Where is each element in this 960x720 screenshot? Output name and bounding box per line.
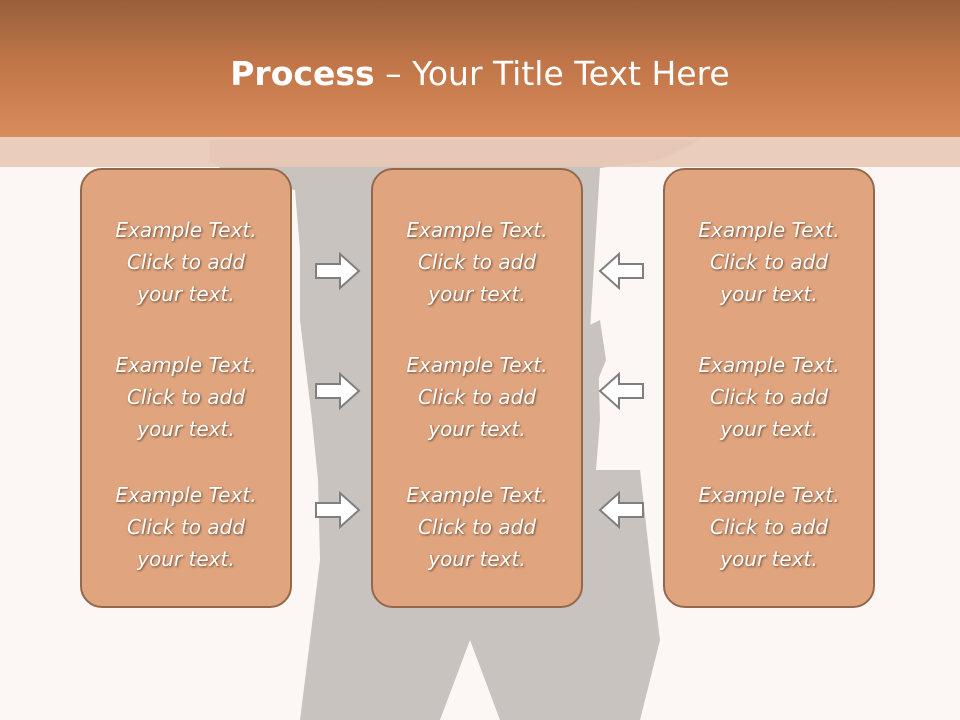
placeholder-line: Example Text. <box>406 483 548 507</box>
arrow-left-icon <box>598 251 644 291</box>
placeholder-line: your text. <box>137 417 235 441</box>
placeholder-line: Example Text. <box>406 353 548 377</box>
left-process-box[interactable]: Example Text. Click to add your text. Ex… <box>80 168 292 608</box>
text-placeholder[interactable]: Example Text. Click to add your text. <box>82 214 290 310</box>
placeholder-line: Example Text. <box>115 353 257 377</box>
title-band <box>0 0 960 137</box>
placeholder-line: Example Text. <box>698 218 840 242</box>
text-placeholder[interactable]: Example Text. Click to add your text. <box>82 349 290 445</box>
placeholder-line: Click to add <box>417 385 537 409</box>
placeholder-line: your text. <box>428 282 526 306</box>
arrow-right-icon <box>315 490 361 530</box>
text-placeholder[interactable]: Example Text. Click to add your text. <box>665 214 873 310</box>
text-placeholder[interactable]: Example Text. Click to add your text. <box>665 349 873 445</box>
slide-title[interactable]: Process – Your Title Text Here <box>0 52 960 96</box>
text-placeholder[interactable]: Example Text. Click to add your text. <box>373 479 581 575</box>
arrow-left-icon <box>598 490 644 530</box>
placeholder-line: your text. <box>720 547 818 571</box>
placeholder-line: your text. <box>428 417 526 441</box>
placeholder-line: your text. <box>137 282 235 306</box>
arrow-left-icon <box>598 371 644 411</box>
placeholder-line: Example Text. <box>698 353 840 377</box>
placeholder-line: Click to add <box>126 250 246 274</box>
middle-process-box[interactable]: Example Text. Click to add your text. Ex… <box>371 168 583 608</box>
arrow-right-icon <box>315 371 361 411</box>
text-placeholder[interactable]: Example Text. Click to add your text. <box>373 349 581 445</box>
arrow-right-icon <box>315 251 361 291</box>
placeholder-line: your text. <box>720 417 818 441</box>
title-bold-text: Process <box>230 54 375 93</box>
placeholder-line: Click to add <box>126 385 246 409</box>
right-process-box[interactable]: Example Text. Click to add your text. Ex… <box>663 168 875 608</box>
placeholder-line: Click to add <box>709 250 829 274</box>
placeholder-line: Click to add <box>417 250 537 274</box>
placeholder-line: Click to add <box>417 515 537 539</box>
title-sub-band <box>0 137 960 167</box>
title-rest-text: – Your Title Text Here <box>374 54 730 93</box>
text-placeholder[interactable]: Example Text. Click to add your text. <box>373 214 581 310</box>
placeholder-line: Example Text. <box>406 218 548 242</box>
placeholder-line: Click to add <box>709 515 829 539</box>
placeholder-line: your text. <box>137 547 235 571</box>
placeholder-line: your text. <box>428 547 526 571</box>
placeholder-line: your text. <box>720 282 818 306</box>
text-placeholder[interactable]: Example Text. Click to add your text. <box>82 479 290 575</box>
placeholder-line: Click to add <box>709 385 829 409</box>
placeholder-line: Click to add <box>126 515 246 539</box>
placeholder-line: Example Text. <box>115 483 257 507</box>
placeholder-line: Example Text. <box>115 218 257 242</box>
placeholder-line: Example Text. <box>698 483 840 507</box>
text-placeholder[interactable]: Example Text. Click to add your text. <box>665 479 873 575</box>
